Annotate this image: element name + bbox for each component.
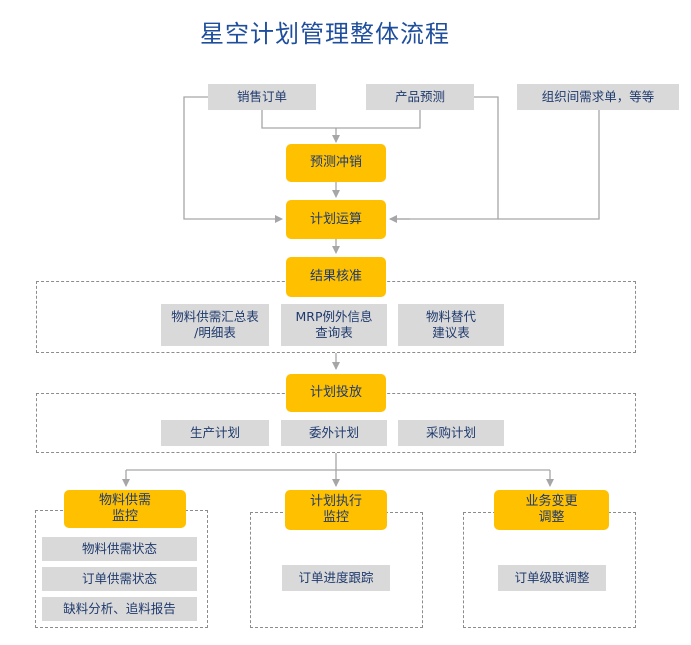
- material-monitor-item: 缺料分析、追料报告: [42, 597, 197, 621]
- input-product-forecast-label: 产品预测: [394, 89, 445, 104]
- output-material-summary: 物料供需汇总表 /明细表: [161, 304, 269, 346]
- step-plan-calc-label: 计划运算: [309, 211, 362, 227]
- output-material-substitute: 物料替代 建议表: [398, 304, 504, 346]
- step-result-approve-label: 结果核准: [309, 269, 362, 284]
- output-production-plan: 生产计划: [161, 420, 269, 446]
- output-outsourcing-plan-label: 委外计划: [308, 425, 359, 440]
- material-monitor-item-label: 缺料分析、追料报告: [63, 601, 176, 616]
- input-inter-org-demand-label: 组织间需求单，等等: [541, 89, 655, 104]
- output-material-substitute-label: 物料替代 建议表: [425, 309, 476, 340]
- output-mrp-exception-label: MRP例外信息 查询表: [295, 309, 373, 340]
- page-title: 星空计划管理整体流程: [200, 20, 450, 48]
- output-production-plan-label: 生产计划: [189, 425, 240, 440]
- monitor-business-change-label: 业务变更 调整: [525, 494, 578, 525]
- material-monitor-item-label: 物料供需状态: [81, 541, 157, 556]
- monitor-material-supply-label: 物料供需 监控: [98, 493, 151, 524]
- monitor-material-supply: 物料供需 监控: [64, 490, 186, 528]
- connector-sales-bypass: [183, 96, 283, 223]
- step-forecast-offset-label: 预测冲销: [309, 155, 362, 170]
- step-plan-calc: 计划运算: [286, 200, 386, 239]
- connector-forecast-bypass: [390, 96, 499, 220]
- execution-monitor-item-label: 订单进度跟踪: [298, 570, 374, 585]
- output-material-summary-label: 物料供需汇总表 /明细表: [171, 309, 259, 340]
- input-product-forecast: 产品预测: [366, 84, 474, 110]
- connector-interorg: [498, 110, 600, 220]
- connector-sales-to-offset: [261, 110, 336, 129]
- output-mrp-exception: MRP例外信息 查询表: [281, 304, 387, 346]
- monitor-plan-execution: 计划执行 监控: [285, 490, 387, 530]
- change-monitor-item: 订单级联调整: [498, 565, 606, 591]
- input-sales-order-label: 销售订单: [236, 89, 287, 104]
- output-purchase-plan-label: 采购计划: [425, 425, 476, 440]
- step-result-approve: 结果核准: [286, 257, 386, 297]
- input-inter-org-demand: 组织间需求单，等等: [517, 84, 679, 110]
- change-monitor-item-label: 订单级联调整: [514, 570, 590, 585]
- material-monitor-item: 订单供需状态: [42, 567, 197, 591]
- monitor-business-change: 业务变更 调整: [494, 490, 609, 530]
- step-forecast-offset: 预测冲销: [286, 144, 386, 182]
- output-purchase-plan: 采购计划: [398, 420, 504, 446]
- step-plan-release: 计划投放: [286, 374, 386, 412]
- material-monitor-item-label: 订单供需状态: [81, 571, 157, 586]
- execution-monitor-item: 订单进度跟踪: [282, 565, 390, 591]
- input-sales-order: 销售订单: [208, 84, 316, 110]
- connector-forecast-to-offset: [336, 110, 421, 129]
- output-outsourcing-plan: 委外计划: [281, 420, 387, 446]
- monitor-plan-execution-label: 计划执行 监控: [309, 494, 362, 525]
- step-plan-release-label: 计划投放: [309, 385, 362, 400]
- material-monitor-item: 物料供需状态: [42, 537, 197, 561]
